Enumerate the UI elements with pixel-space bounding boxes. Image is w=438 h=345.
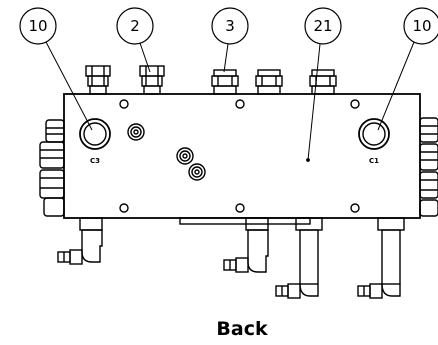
view-label: Back bbox=[216, 318, 268, 340]
plug-port-1 bbox=[127, 123, 145, 141]
top-fitting-2 bbox=[139, 65, 165, 95]
bottom-elbow-left bbox=[57, 217, 103, 265]
balloon-4: 21 bbox=[304, 7, 342, 161]
bottom-elbow-mid bbox=[223, 217, 269, 273]
balloon-5-label: 10 bbox=[412, 17, 431, 35]
plug-port-2 bbox=[176, 147, 194, 165]
plug-port-3 bbox=[188, 163, 206, 181]
balloon-3-label: 3 bbox=[225, 17, 235, 35]
right-side-fittings bbox=[419, 117, 438, 217]
left-side-fittings bbox=[39, 119, 65, 217]
balloon-1-label: 10 bbox=[28, 17, 47, 35]
balloon-2: 2 bbox=[116, 7, 154, 73]
mounting-holes bbox=[119, 99, 360, 213]
port-c1: C1 bbox=[358, 118, 390, 165]
manifold-body bbox=[63, 93, 421, 219]
balloon-5: 10 bbox=[377, 7, 438, 131]
bottom-strip bbox=[179, 217, 311, 225]
port-c3: C3 bbox=[79, 118, 111, 165]
balloon-4-label: 21 bbox=[313, 17, 332, 35]
balloon-2-label: 2 bbox=[130, 17, 140, 35]
port-label-c1: C1 bbox=[369, 157, 379, 165]
top-fitting-4 bbox=[255, 69, 283, 95]
bottom-elbow-right-long bbox=[357, 217, 405, 299]
top-fitting-3 bbox=[211, 69, 239, 95]
balloon-3: 3 bbox=[211, 7, 249, 73]
top-fitting-5 bbox=[309, 69, 337, 95]
top-fitting-1 bbox=[85, 65, 111, 95]
port-label-c3: C3 bbox=[90, 157, 100, 165]
bottom-elbow-center-long bbox=[275, 217, 323, 299]
balloon-1: 10 bbox=[19, 7, 93, 131]
